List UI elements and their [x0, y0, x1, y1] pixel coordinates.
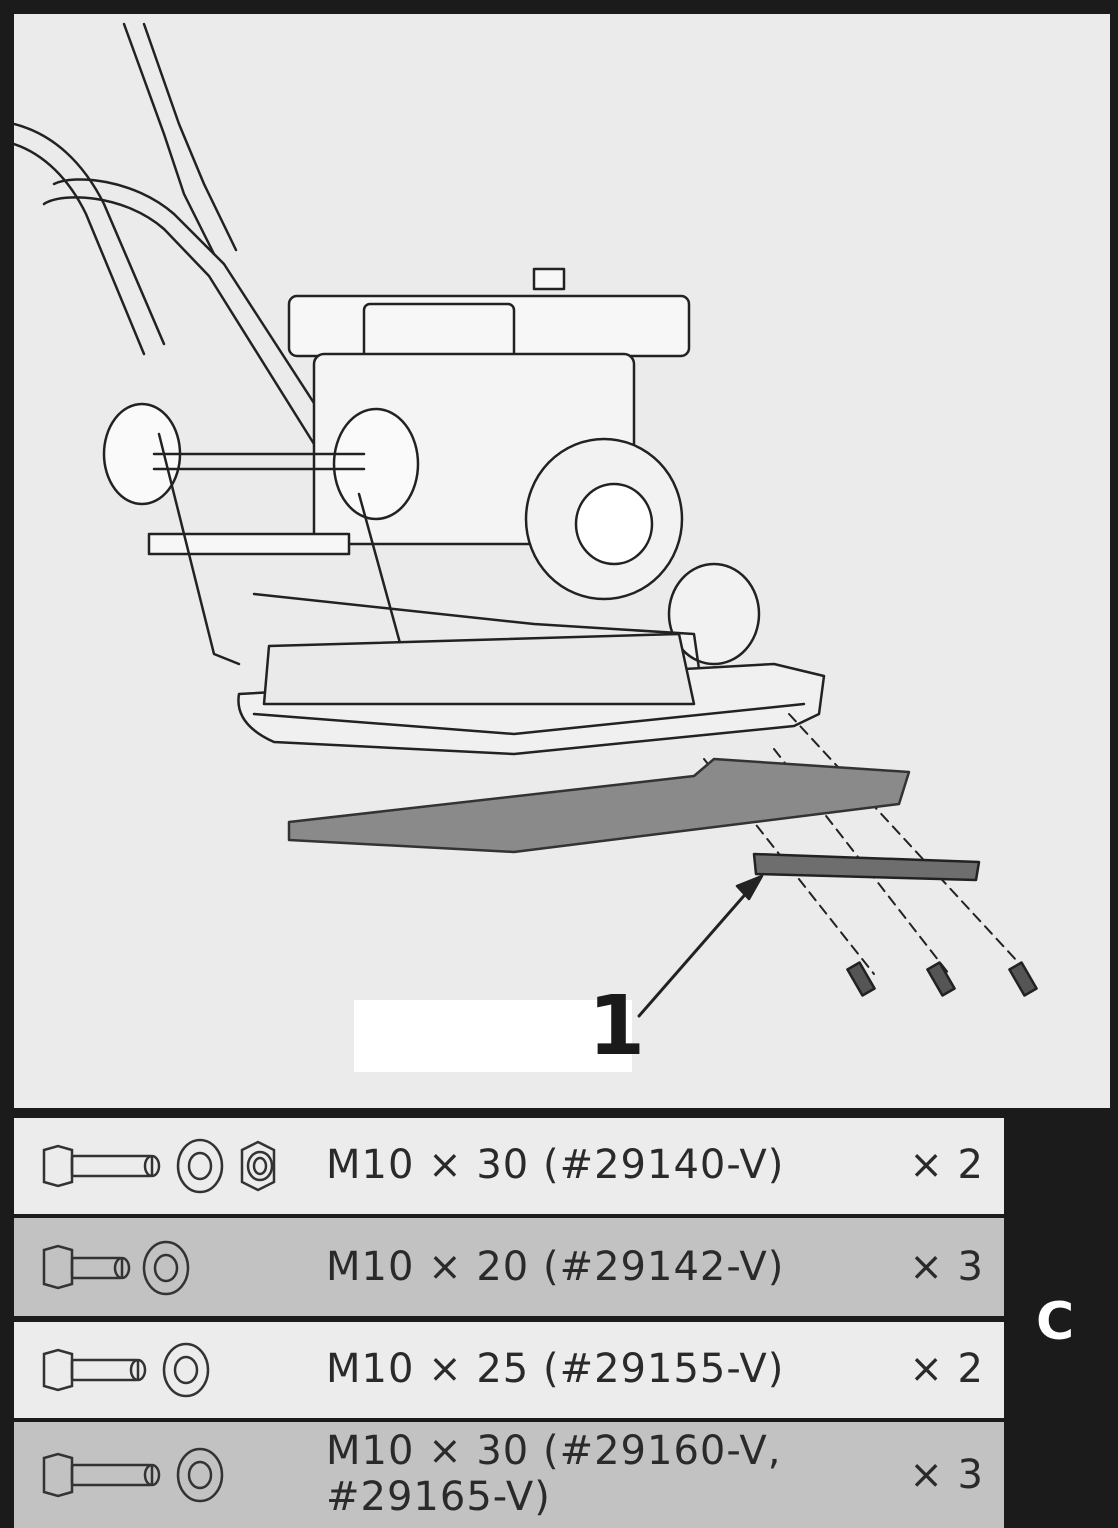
bolt-icon [42, 1348, 147, 1392]
washer-icon [176, 1447, 224, 1503]
washer-icon [176, 1138, 224, 1194]
callout-number: 1 [588, 979, 646, 1074]
plate-compactor-drawing [14, 22, 1038, 1018]
part-spec: M10 × 30 (#29140-V) [326, 1142, 785, 1188]
parts-row: M10 × 30 (#29140-V) × 2 [14, 1118, 1004, 1214]
part-spec: M10 × 20 (#29142-V) [326, 1244, 785, 1290]
part-quantity: × 2 [909, 1142, 984, 1188]
bolt-icon [42, 1452, 161, 1498]
hardware-icons [14, 1118, 314, 1214]
hardware-icons [14, 1322, 314, 1418]
part-quantity: × 3 [909, 1452, 984, 1498]
parts-row: M10 × 30 (#29160-V, #29165-V) × 3 [14, 1422, 1004, 1528]
hardware-icons [14, 1218, 314, 1316]
parts-row: M10 × 25 (#29155-V) × 2 [14, 1322, 1004, 1418]
washer-icon [142, 1240, 190, 1296]
part-spec: M10 × 30 (#29160-V, #29165-V) [326, 1428, 782, 1520]
part-spec: M10 × 25 (#29155-V) [326, 1346, 785, 1392]
washer-icon [162, 1342, 210, 1398]
callout-label-box [354, 1000, 632, 1072]
bolt-icon [42, 1144, 161, 1188]
part-quantity: × 3 [909, 1244, 984, 1290]
nut-icon [240, 1140, 276, 1192]
part-quantity: × 2 [909, 1346, 984, 1392]
assembly-illustration: 1 [14, 14, 1110, 1108]
section-label: C [1036, 1292, 1075, 1352]
parts-row: M10 × 20 (#29142-V) × 3 [14, 1218, 1004, 1316]
bolt-icon [42, 1244, 131, 1290]
hardware-icons [14, 1422, 314, 1528]
